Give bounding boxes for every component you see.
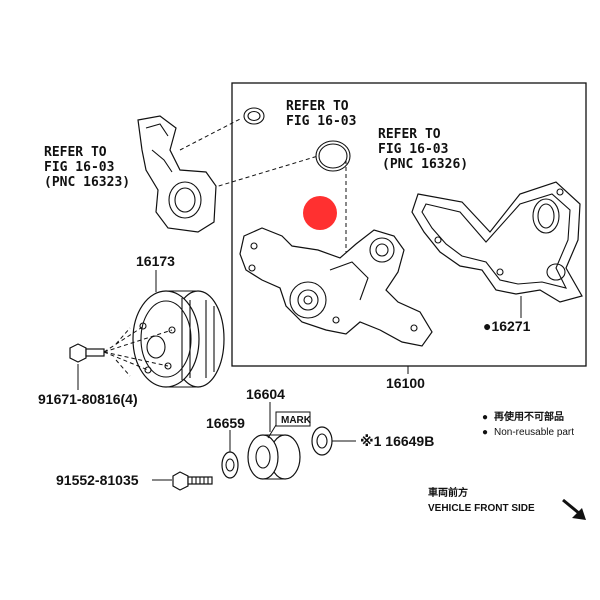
- bolt-dashed-guides: [103, 325, 173, 377]
- ref-label-left-line3: (PNC 16323): [44, 175, 130, 190]
- ref-label-left-line2: FIG 16-03: [44, 160, 114, 175]
- direction-label-en: VEHICLE FRONT SIDE: [428, 503, 535, 514]
- front-direction-arrow-icon: [562, 498, 586, 520]
- washer-icon: [221, 451, 239, 479]
- idler-bolt-icon: [172, 471, 213, 491]
- part-number-bolt-pulley: 91671-80816(4): [38, 391, 138, 407]
- part-number-gasket: ●16271: [483, 318, 531, 334]
- legend-bullet-jp: ●: [482, 412, 488, 423]
- idler-pulley-icon: [247, 434, 301, 480]
- water-pump-icon: [239, 227, 433, 347]
- ref-label-mid-line1: REFER TO: [378, 127, 441, 142]
- ref-label-top-line2: FIG 16-03: [286, 114, 356, 129]
- ref-label-mid-line2: FIG 16-03: [378, 142, 448, 157]
- label-leaders: [77, 270, 409, 481]
- mark-box: [275, 411, 311, 427]
- part-number-assembly: 16100: [386, 375, 425, 391]
- o-ring-large-icon: [315, 140, 351, 172]
- legend-bullet-en: ●: [482, 427, 488, 438]
- gasket-icon: [411, 181, 583, 303]
- legend-text-jp: 再使用不可部品: [494, 410, 564, 423]
- water-inlet-pipe-icon: [137, 115, 217, 233]
- mark-label: MARK: [281, 415, 312, 426]
- part-number-bolt-idler: 91552-81035: [56, 472, 139, 488]
- part-number-plate: ※1 16649B: [360, 433, 434, 449]
- assembly-frame: [231, 82, 587, 367]
- ref-label-mid-line3: (PNC 16326): [382, 157, 468, 172]
- direction-label-jp: 車両前方: [428, 486, 468, 499]
- part-number-idler: 16604: [246, 386, 285, 402]
- plate-icon: [311, 426, 333, 456]
- pulley-icon: [132, 290, 225, 388]
- part-number-pulley: 16173: [136, 253, 175, 269]
- ref-label-left-line1: REFER TO: [44, 145, 107, 160]
- red-marker: [303, 196, 337, 230]
- pulley-bolt-icon: [69, 343, 105, 363]
- mark-arrow: [267, 424, 277, 439]
- dashed-leaders: [179, 117, 347, 252]
- ref-label-top-line1: REFER TO: [286, 99, 349, 114]
- o-ring-small-icon: [243, 107, 265, 125]
- legend-text-en: Non-reusable part: [494, 427, 574, 438]
- part-number-washer: 16659: [206, 415, 245, 431]
